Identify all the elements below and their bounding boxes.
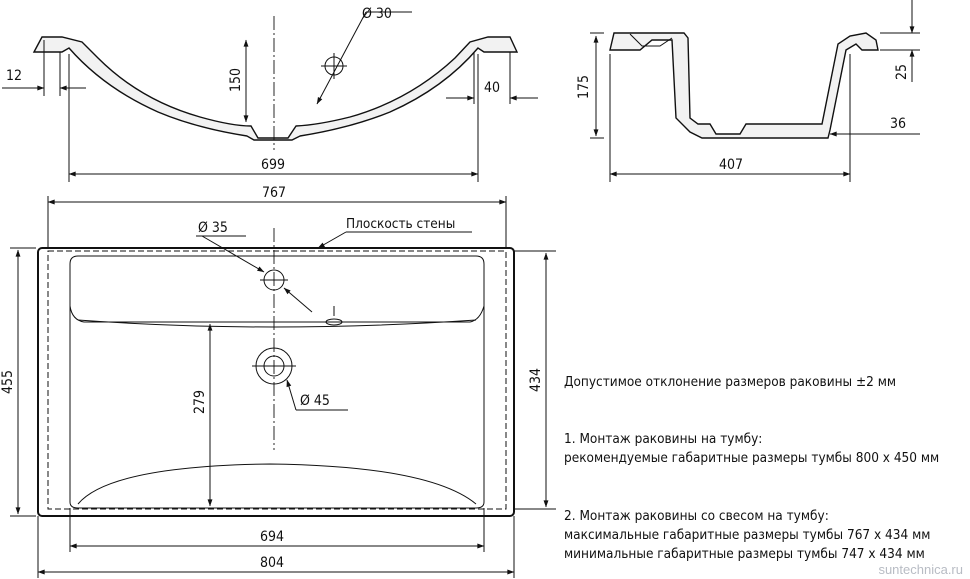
side-section-view: 175 25 36 407 <box>576 0 920 182</box>
front-section-outline <box>32 36 519 141</box>
dim279-label: 279 <box>192 390 208 414</box>
bowl-slope-top <box>77 319 477 328</box>
bowl-slope-bottom <box>77 463 477 505</box>
dim407-label: 407 <box>719 157 743 173</box>
dim434-label: 434 <box>528 368 544 392</box>
dia45-label: Ø 45 <box>300 393 330 409</box>
basin-inner-bowl <box>69 255 485 323</box>
front-section-view: Ø 30 150 12 40 699 <box>2 6 538 182</box>
dim767-label: 767 <box>262 185 286 201</box>
dim455-label: 455 <box>0 370 16 394</box>
dia30-leader <box>316 11 367 105</box>
dim175-label: 175 <box>576 75 592 99</box>
notes-block: Допустимое отклонение размеров раковины … <box>564 374 939 562</box>
dim12-label: 12 <box>6 68 22 84</box>
dia30-label: Ø 30 <box>362 6 392 22</box>
dim25-label: 25 <box>894 64 910 80</box>
dim804-label: 804 <box>260 555 284 571</box>
mount2-title: 2. Монтаж раковины со свесом на тумбу: <box>564 508 829 524</box>
mount2-max: максимальные габаритные размеры тумбы 76… <box>564 527 930 543</box>
watermark: suntechnica.ru <box>878 562 963 577</box>
dia45-leader <box>286 379 297 411</box>
dim699-label: 699 <box>261 157 285 173</box>
bowl-front-rim <box>69 306 485 509</box>
side-overflow-detail <box>629 33 673 47</box>
mount2-min: минимальные габаритные размеры тумбы 747… <box>564 546 925 562</box>
plan-view: 767 Плоскость стены Ø 35 Ø 45 <box>0 185 556 578</box>
dia35-leader <box>201 235 265 273</box>
tolerance-note: Допустимое отклонение размеров раковины … <box>564 374 896 390</box>
dim36-label: 36 <box>890 116 906 132</box>
dia35-label: Ø 35 <box>198 220 228 236</box>
dim694-label: 694 <box>260 529 284 545</box>
wall-plane-label: Плоскость стены <box>346 216 455 232</box>
wall-plane-leader <box>317 231 347 249</box>
cabinet-contour-dashed <box>47 250 507 510</box>
basin-outer-contour <box>37 247 515 517</box>
depth150-label: 150 <box>228 68 244 92</box>
dim40-label: 40 <box>484 80 500 96</box>
side-section-outline <box>609 32 879 139</box>
mount1-text: рекомендуемые габаритные размеры тумбы 8… <box>564 450 939 466</box>
dia35-arrow-b <box>283 287 313 313</box>
mount1-title: 1. Монтаж раковины на тумбу: <box>564 431 762 447</box>
overflow-slot <box>325 318 343 326</box>
